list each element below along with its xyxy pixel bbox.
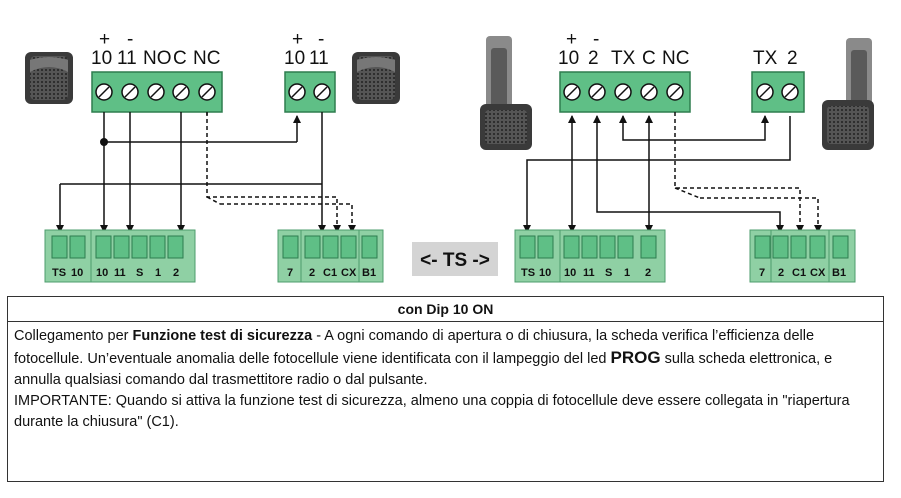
left-tx-terminal-labels: + - 10 11 [284, 29, 329, 69]
label-10: 10 [284, 48, 305, 69]
label-plus: + [99, 29, 110, 50]
board-label-2: 2 [309, 267, 315, 279]
board-label-cx: CX [810, 267, 826, 279]
photocell-tower-right-icon [822, 38, 874, 150]
board-label-10b: 10 [96, 267, 108, 279]
board-label-ts: TS [52, 267, 66, 279]
label-tx: TX [753, 48, 778, 69]
label-minus: - [127, 29, 133, 50]
label-c: C [642, 48, 656, 69]
board-left-terminal: TS 10 10 11 S 1 2 [44, 229, 196, 283]
board-label-1: 1 [155, 267, 161, 279]
info-body: Collegamento per Funzione test di sicure… [8, 322, 883, 437]
info-text: Collegamento per [14, 328, 133, 344]
board-label-11: 11 [583, 267, 595, 279]
label-minus: - [593, 29, 599, 50]
left-wiring [56, 112, 356, 233]
board-label-7: 7 [759, 267, 765, 279]
label-minus: - [318, 29, 324, 50]
right-tx-terminal-labels: TX 2 [753, 48, 798, 69]
board-label-cx: CX [341, 267, 357, 279]
info-paragraph-2: IMPORTANTE: Quando si attiva la funzione… [14, 393, 850, 430]
board-label-b1: B1 [362, 267, 376, 279]
label-tx: TX [611, 48, 636, 69]
label-plus: + [292, 29, 303, 50]
board-label-s: S [605, 267, 612, 279]
board-right-mid-terminal: 7 2 C1 CX B1 [749, 229, 856, 283]
board-label-10b: 10 [564, 267, 576, 279]
right-tx-terminal-block [751, 71, 805, 113]
info-text: - A ogni comando di apertura o di chiusu… [14, 328, 815, 367]
prog-led-label: PROG [610, 348, 661, 367]
label-10: 10 [91, 48, 112, 69]
board-mid-terminal: 7 2 C1 CX B1 [277, 229, 384, 283]
left-tx-terminal-block [284, 71, 336, 113]
board-label-7: 7 [287, 267, 293, 279]
label-nc: NC [193, 48, 220, 69]
info-paragraph-1: Collegamento per Funzione test di sicure… [14, 326, 877, 391]
wiring-diagram: + - 10 11 NO C NC + - 10 11 [25, 29, 874, 283]
board-label-2: 2 [778, 267, 784, 279]
label-2: 2 [787, 48, 798, 69]
right-rx-terminal-block [559, 71, 691, 113]
right-wiring [523, 112, 822, 233]
label-plus: + [566, 29, 577, 50]
ts-indicator: <- TS -> [412, 242, 498, 276]
board-label-10a: 10 [71, 267, 83, 279]
photocell-receiver-icon [25, 52, 73, 104]
board-label-11: 11 [114, 267, 126, 279]
photocell-tower-left-icon [480, 36, 532, 150]
label-2: 2 [588, 48, 599, 69]
board-label-10a: 10 [539, 267, 551, 279]
board-label-b1: B1 [832, 267, 846, 279]
board-right-terminal: TS 10 10 11 S 1 2 [514, 229, 666, 283]
board-label-1: 1 [624, 267, 630, 279]
label-11: 11 [117, 48, 137, 69]
info-bold-text: Funzione test di sicurezza [132, 328, 313, 344]
label-c: C [173, 48, 187, 69]
info-box: con Dip 10 ON Collegamento per Funzione … [7, 296, 884, 482]
ts-label: <- TS -> [420, 250, 490, 271]
left-rx-terminal-block [91, 71, 223, 113]
left-rx-terminal-labels: + - 10 11 NO C NC [91, 29, 220, 69]
info-header: con Dip 10 ON [8, 297, 883, 322]
board-label-2: 2 [645, 267, 651, 279]
board-label-2: 2 [173, 267, 179, 279]
label-no: NO [143, 48, 172, 69]
board-label-s: S [136, 267, 143, 279]
board-label-c1: C1 [323, 267, 337, 279]
label-nc: NC [662, 48, 689, 69]
info-text: sulla scheda elettronica, e annulla qual… [14, 351, 833, 388]
board-label-ts: TS [521, 267, 535, 279]
right-rx-terminal-labels: + - 10 2 TX C NC [558, 29, 689, 69]
board-label-c1: C1 [792, 267, 806, 279]
junction-dot [100, 138, 108, 146]
photocell-transmitter-icon [352, 52, 400, 104]
label-11: 11 [309, 48, 329, 69]
label-10: 10 [558, 48, 579, 69]
